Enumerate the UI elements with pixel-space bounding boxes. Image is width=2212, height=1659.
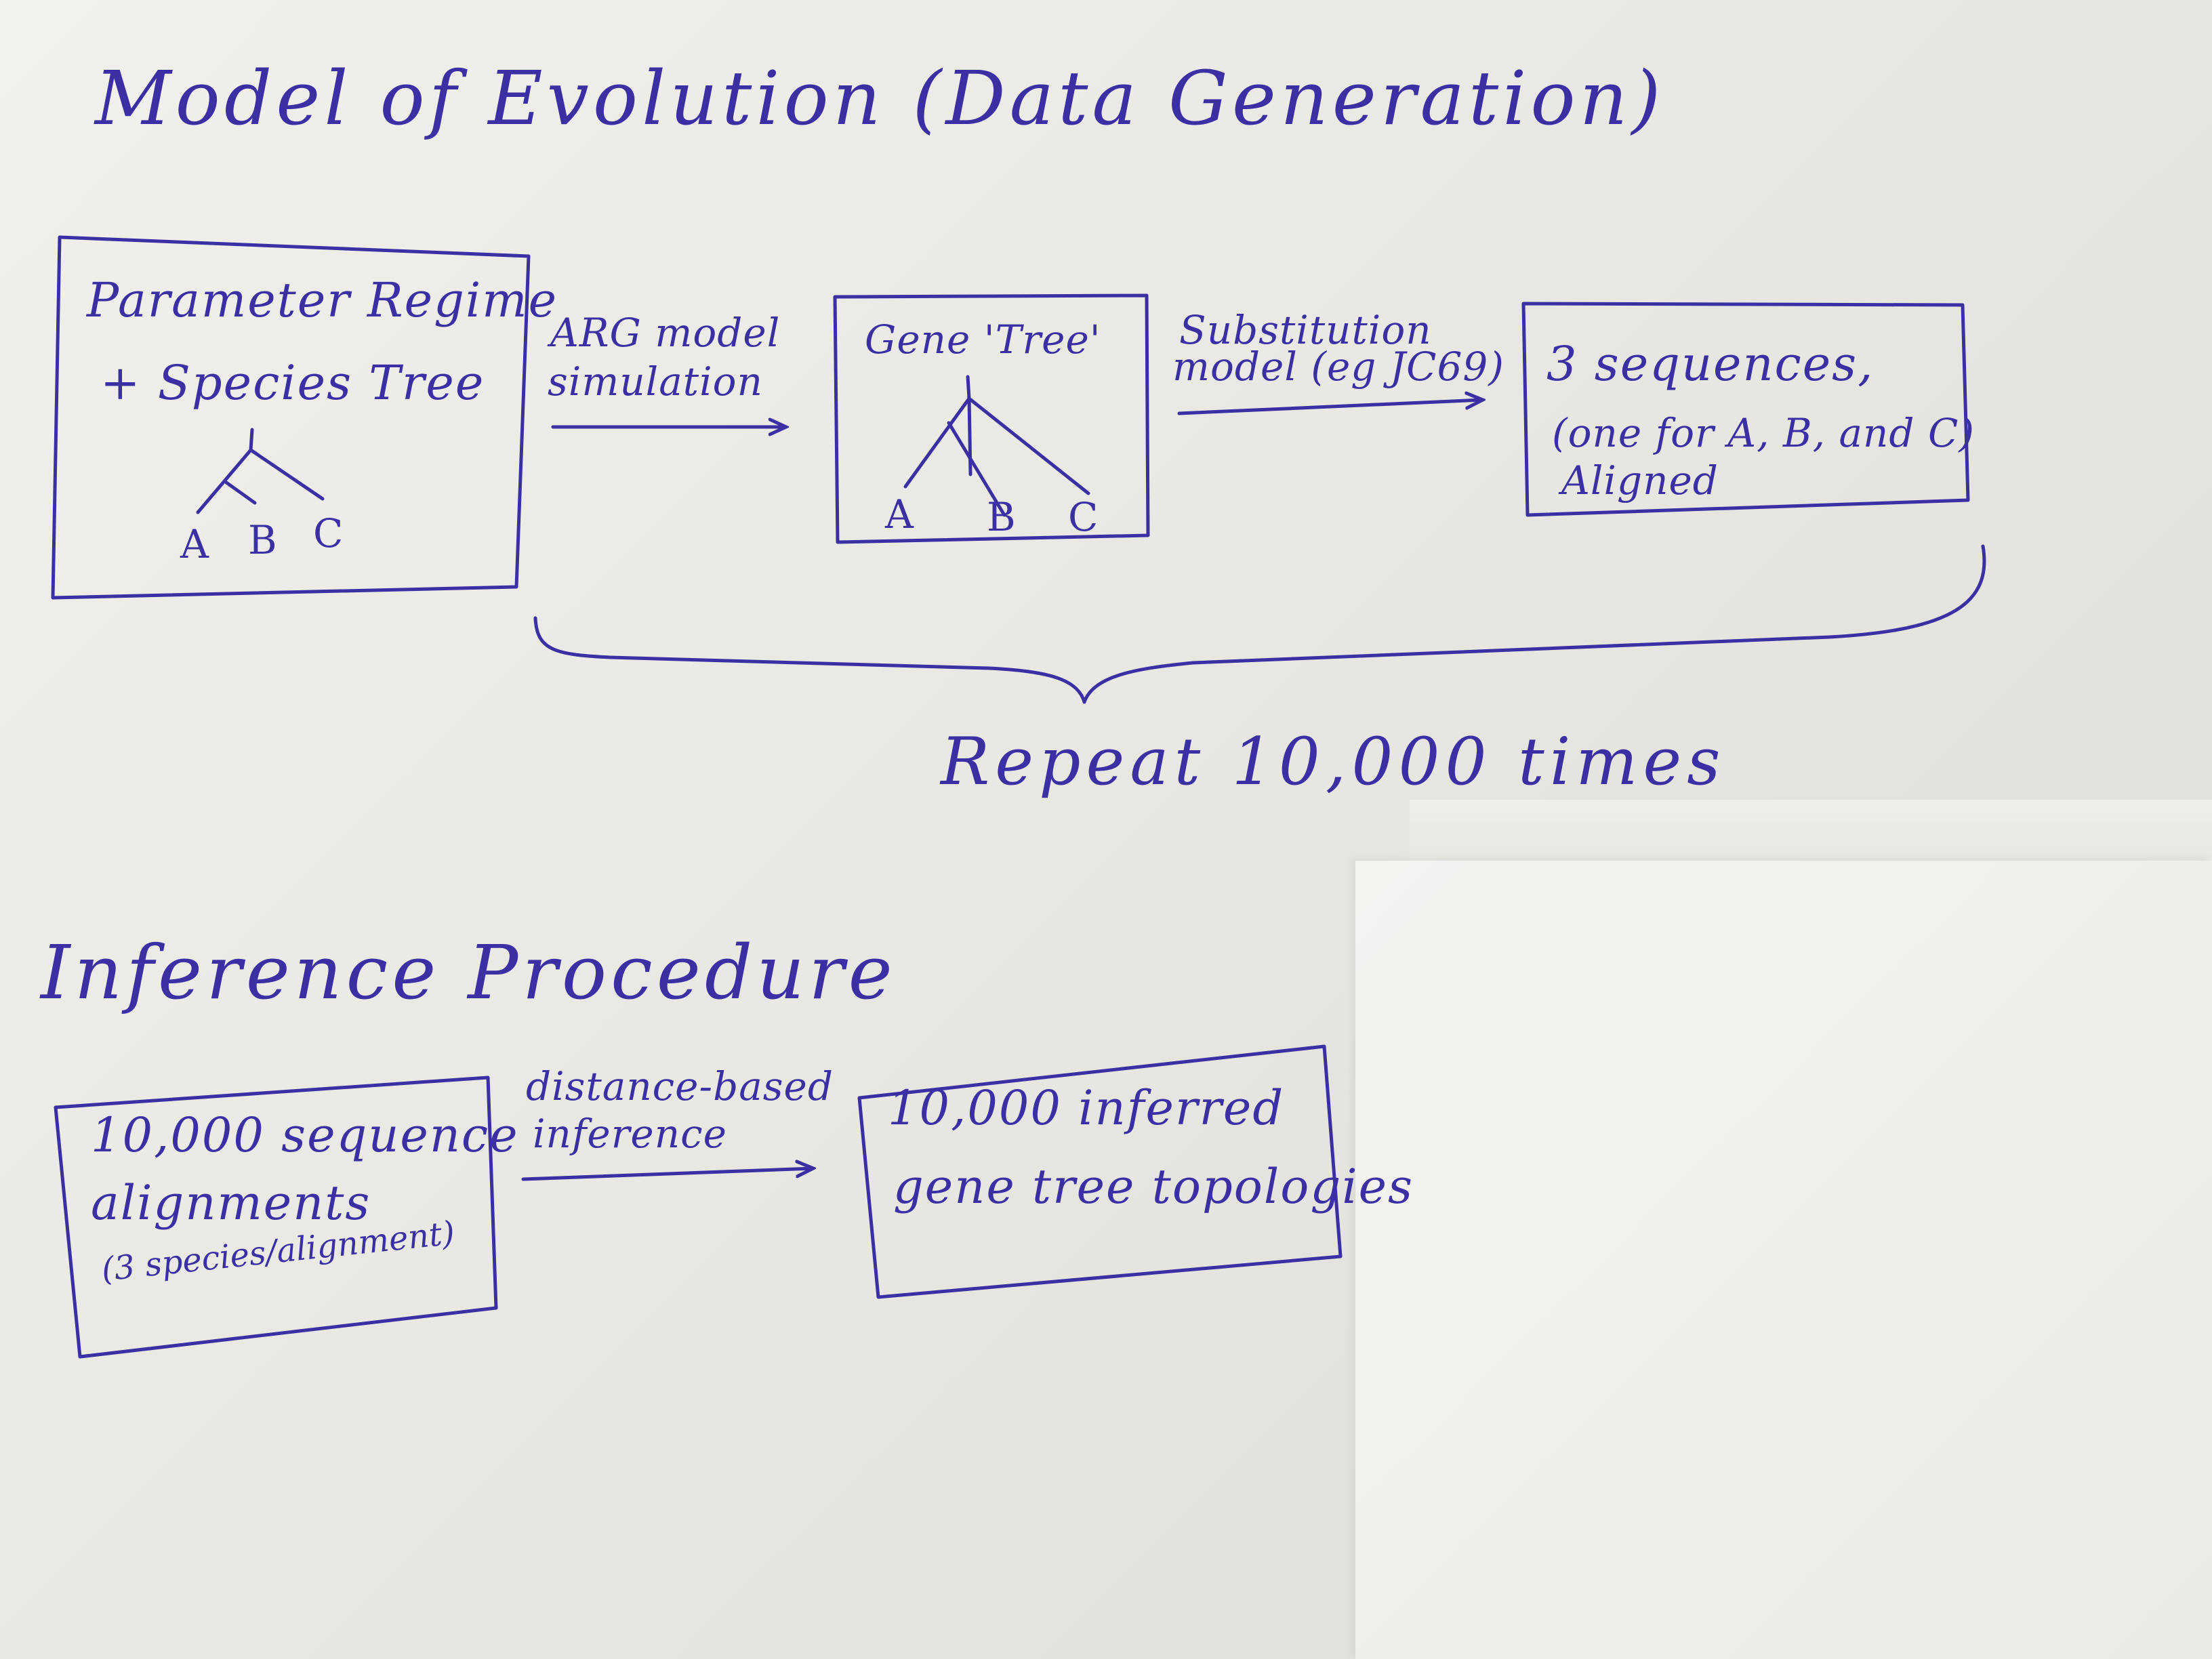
- repeat-brace: [533, 544, 1986, 704]
- gene-tree-box-border: [833, 293, 1150, 544]
- sequences-line2: (one for A, B, and C): [1552, 410, 1975, 456]
- alignments-line1: 10,000 sequence: [91, 1107, 519, 1163]
- inference-procedure-title: Inference Procedure: [41, 929, 897, 1016]
- arg-model-label: ARG model: [550, 310, 781, 356]
- topologies-box-border: [857, 1044, 1343, 1299]
- gene-tree-title: Gene 'Tree': [865, 316, 1101, 363]
- substitution-arrow: [1177, 400, 1483, 415]
- paper-sheet-background: [1355, 861, 2212, 1659]
- alignments-box-border: [54, 1076, 498, 1359]
- model-of-evolution-title: Model of Evolution (Data Generation): [95, 55, 1665, 142]
- gene-tree: [903, 375, 1090, 517]
- sequences-box-border: [1521, 302, 1970, 517]
- arg-simulation-label: simulation: [548, 359, 763, 405]
- species-leaf-a: A: [180, 521, 209, 567]
- parameter-regime-label: Parameter Regime: [87, 272, 558, 328]
- substitution-label: Substitution: [1179, 307, 1432, 353]
- topologies-line1: 10,000 inferred: [888, 1080, 1285, 1136]
- sequences-line3: Aligned: [1561, 457, 1719, 504]
- gene-leaf-c: C: [1068, 494, 1099, 540]
- topologies-line2: gene tree topologies: [893, 1159, 1414, 1214]
- species-tree-label: + Species Tree: [100, 355, 485, 411]
- substitution-model-label: model (eg JC69): [1172, 344, 1504, 390]
- species-leaf-c: C: [313, 510, 344, 556]
- gene-leaf-a: A: [885, 491, 914, 537]
- distance-based-label: distance-based: [526, 1063, 834, 1109]
- distance-arrow: [521, 1168, 813, 1181]
- gene-leaf-b: B: [987, 494, 1016, 540]
- parameter-box-border: [51, 235, 531, 600]
- species-tree: [196, 428, 325, 514]
- paper-edge-background: [1410, 800, 2212, 867]
- repeat-label: Repeat 10,000 times: [941, 724, 1726, 800]
- species-leaf-b: B: [248, 517, 277, 563]
- alignments-line2: alignments: [91, 1175, 371, 1231]
- sequences-line1: 3 sequences,: [1547, 336, 1875, 392]
- distance-inference-label: inference: [533, 1111, 727, 1157]
